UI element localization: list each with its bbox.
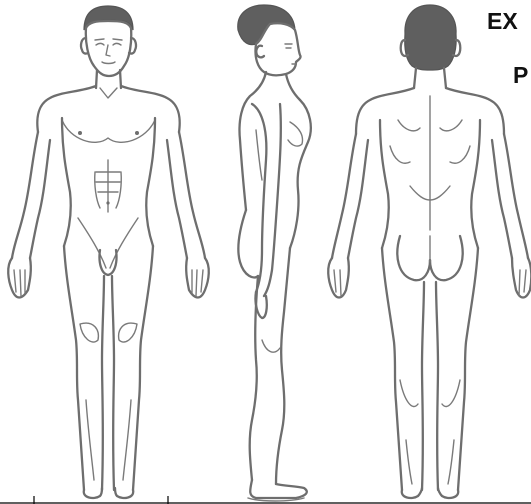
human-body-back-icon	[328, 5, 531, 498]
human-body-side-icon	[238, 5, 311, 501]
form-heading-line-2: P	[513, 64, 528, 87]
form-heading-line-1: EX	[487, 10, 518, 33]
human-body-front-icon	[8, 6, 209, 498]
